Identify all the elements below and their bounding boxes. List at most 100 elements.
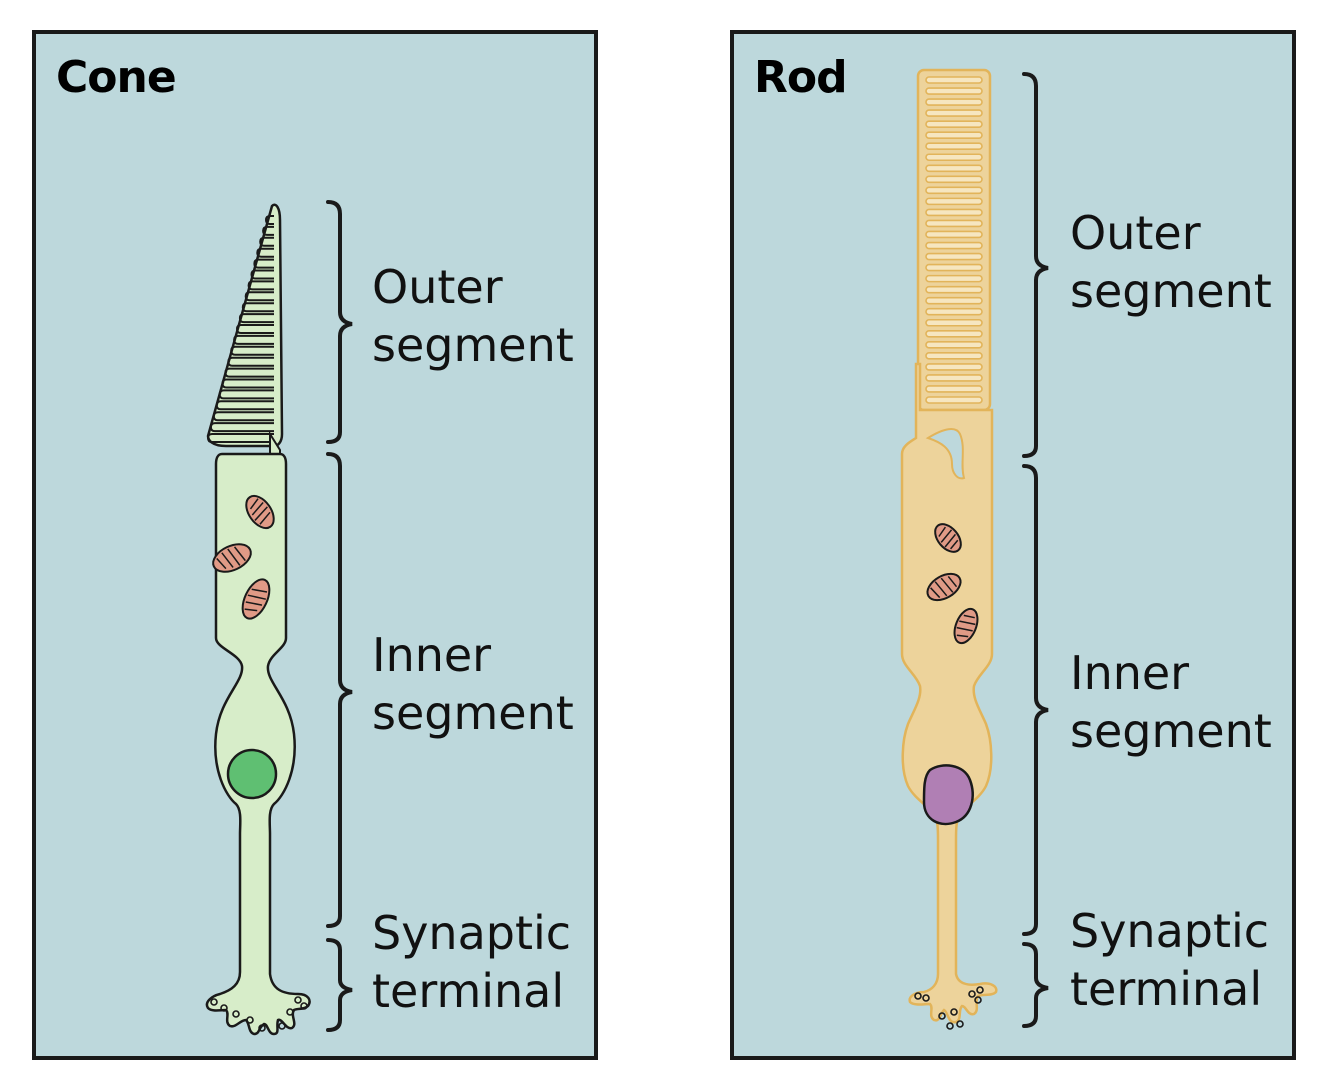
rod-panel: Rod: [730, 30, 1296, 1060]
cone-mitochondria: [212, 494, 275, 620]
rod-mitochondrion: [926, 572, 962, 602]
cone-braces: [326, 200, 353, 1032]
cone-disc-fold: [253, 258, 274, 269]
rod-disc: [925, 241, 983, 250]
rod-disc: [925, 307, 983, 316]
cone-disc-fold: [244, 291, 274, 302]
cone-mitochondrion: [212, 543, 252, 573]
rod-synaptic-terminal-label: Synaptic terminal: [1070, 902, 1269, 1018]
rod-inner-brace: [1022, 464, 1049, 936]
cone-outer-brace: [326, 200, 353, 444]
rod-synaptic-brace: [1022, 942, 1049, 1028]
cone-disc-fold: [215, 400, 274, 411]
rod-disc: [925, 109, 983, 117]
cone-synaptic-terminal-label: Synaptic terminal: [372, 904, 571, 1020]
rod-inner-segment-label: Inner segment: [1070, 644, 1272, 760]
rod-synaptic-label-line2: terminal: [1070, 962, 1263, 1016]
rod-disc: [925, 274, 983, 283]
cone-disc-fold: [256, 247, 274, 258]
rod-outer-brace: [1022, 72, 1049, 458]
rod-outer-label-line2: segment: [1070, 264, 1272, 318]
cone-disc-fold: [259, 236, 274, 247]
rod-disc: [925, 363, 983, 371]
rod-mitochondrion: [934, 523, 962, 553]
cone-disc-fold: [206, 433, 274, 443]
cone-disc-fold: [250, 269, 274, 280]
cone-outer-segment: [206, 203, 284, 448]
rod-disc: [925, 153, 983, 162]
rod-disc: [925, 142, 983, 151]
rod-disc: [925, 98, 983, 106]
cone-outer-label-line2: segment: [372, 318, 574, 372]
rod-outer-label-line1: Outer: [1070, 206, 1201, 260]
rod-calyceal-process: [925, 428, 966, 480]
rod-outer-segment-label: Outer segment: [1070, 204, 1272, 320]
rod-nucleus: [922, 764, 974, 826]
cone-outer-label-line1: Outer: [372, 260, 503, 314]
rod-cell-body: [900, 362, 998, 1024]
cone-mitochondrion: [245, 494, 275, 530]
cone-inner-brace: [326, 452, 353, 928]
rod-disc: [925, 396, 983, 404]
rod-synaptic-label-line1: Synaptic: [1070, 904, 1270, 958]
rod-disc: [925, 76, 983, 84]
cone-title: Cone: [56, 52, 177, 103]
rod-mitochondrion: [953, 607, 979, 645]
rod-braces: [1022, 72, 1049, 1028]
rod-disc: [925, 186, 983, 195]
rod-disc: [925, 385, 983, 393]
rod-disc: [925, 252, 983, 261]
cone-diagram: [205, 200, 353, 1036]
rod-disc: [925, 175, 983, 184]
rod-title: Rod: [754, 52, 848, 103]
cone-disc-folds: [206, 215, 274, 443]
rod-disc: [925, 318, 983, 327]
rod-disc: [925, 197, 983, 206]
rod-outer-segment: [916, 68, 992, 412]
cone-disc-fold: [264, 215, 274, 225]
rod-inner-label-line2: segment: [1070, 704, 1272, 758]
cone-disc-fold: [227, 356, 274, 367]
cone-disc-fold: [262, 225, 274, 236]
rod-disc: [925, 374, 983, 382]
rod-disc: [925, 131, 983, 139]
rod-disc: [925, 263, 983, 272]
cone-disc-fold: [247, 280, 274, 291]
cone-disc-fold: [218, 389, 274, 400]
cone-disc-fold: [230, 345, 274, 356]
cone-disc-fold: [209, 422, 274, 433]
cone-inner-label-line2: segment: [372, 686, 574, 740]
cone-synaptic-label-line2: terminal: [372, 964, 565, 1018]
rod-disc: [925, 208, 983, 217]
rod-diagram: [900, 68, 1049, 1030]
rod-disc: [925, 296, 983, 305]
cone-mitochondrion: [241, 578, 271, 620]
rod-disc: [925, 230, 983, 239]
rod-synaptic-vesicles: [914, 986, 984, 1030]
rod-disc: [925, 285, 983, 294]
rod-discs: [925, 76, 983, 404]
rod-mitochondria: [926, 523, 979, 645]
cone-disc-fold: [212, 411, 274, 422]
rod-inner-label-line1: Inner: [1070, 646, 1190, 700]
cone-synaptic-label-line1: Synaptic: [372, 906, 572, 960]
cone-disc-fold: [235, 324, 274, 334]
rod-disc: [925, 164, 983, 173]
cone-nucleus: [226, 748, 278, 800]
cone-disc-fold: [233, 334, 274, 345]
rod-disc: [925, 329, 983, 338]
cone-disc-fold: [224, 367, 274, 378]
cone-inner-label-line1: Inner: [372, 628, 492, 682]
rod-disc: [925, 87, 983, 95]
cone-disc-fold: [238, 313, 274, 324]
cone-outer-segment-label: Outer segment: [372, 258, 574, 374]
rod-disc: [925, 219, 983, 228]
rod-disc: [925, 341, 983, 349]
rod-disc: [925, 352, 983, 360]
cone-cell-body: [205, 452, 311, 1036]
cone-inner-segment-label: Inner segment: [372, 626, 574, 742]
cone-synaptic-brace: [326, 938, 353, 1032]
cone-panel: Cone: [32, 30, 598, 1060]
cone-synaptic-vesicles: [210, 996, 308, 1032]
cone-disc-fold: [221, 378, 274, 389]
